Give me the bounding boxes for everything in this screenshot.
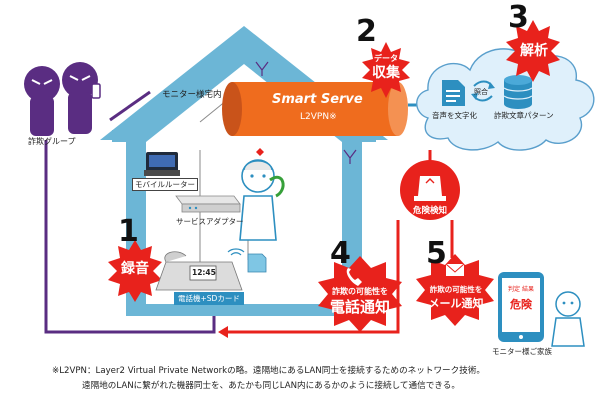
fraud-group-label: 詐欺グループ: [28, 137, 76, 146]
voice-to-text-label: 音声を文字化: [432, 111, 477, 120]
step1-number: 1: [118, 214, 139, 249]
phone-device-icon: [155, 251, 243, 291]
step4-burst: [318, 256, 402, 332]
phone-alert-top: 判定 結果: [508, 286, 534, 293]
step4-number: 4: [330, 236, 351, 271]
step5-line2: メール通知: [428, 297, 484, 310]
smart-serve-brand: Smart Serve: [272, 92, 363, 107]
elderly-monitor-figure: [239, 159, 285, 241]
phone-alert-main: 危険: [510, 298, 532, 311]
service-adapter-icon: [175, 195, 241, 213]
step2-label: 収集: [372, 65, 400, 81]
mobile-router-icon: [144, 152, 180, 176]
fraud-figure-left: [24, 66, 60, 136]
l2vpn-tube: [222, 82, 408, 136]
step3-label: 解析: [520, 43, 548, 59]
footnote-line2: 遠隔地のLANに繋がれた機器同士を、あたかも同じLAN内にあるかのように接続して…: [82, 381, 460, 391]
family-member-figure: [551, 291, 585, 347]
fraud-connector-lines: [44, 90, 216, 334]
service-adapter-label: サービスアダプター: [176, 217, 244, 226]
step3-number: 3: [508, 0, 529, 35]
match-label: 照合: [474, 88, 488, 96]
envelope-icon: [445, 263, 465, 276]
wifi-icon: [227, 248, 245, 256]
step4-line2: 電話通知: [329, 298, 390, 316]
family-label: モニター様ご家族: [492, 347, 552, 356]
step2-burst: [362, 42, 410, 98]
step5-burst: [416, 254, 494, 326]
house-monitor-label: モニター様宅内: [162, 90, 222, 100]
mobile-router-label: モバイルルーター: [132, 178, 198, 191]
fraud-figure-right: [62, 62, 101, 134]
database-icon: [503, 75, 533, 109]
document-icon: [442, 80, 465, 106]
step3-burst: [506, 20, 560, 82]
step1-burst: [108, 240, 162, 302]
step2-small-label: データ: [374, 54, 398, 63]
l2vpn-label: L2VPN※: [300, 112, 337, 122]
footnote-line1: ※L2VPN：Layer2 Virtual Private Networkの略。…: [52, 366, 486, 376]
danger-detect-badge: [400, 160, 460, 220]
step5-line1: 詐欺の可能性を: [429, 285, 483, 294]
phone-sd-label: 電話機+SDカード: [174, 292, 244, 305]
l2vpn-text: L2VPN: [300, 112, 330, 122]
smartphone-icon: [498, 272, 544, 342]
red-arrow-head-phone: [218, 326, 228, 338]
sd-card-icon: [247, 253, 267, 273]
danger-detect-label: 危険検知: [412, 206, 447, 216]
step4-line1: 詐欺の可能性を: [332, 287, 388, 296]
step2-number: 2: [356, 14, 377, 49]
phone-screen-time: 12:45: [192, 268, 216, 277]
step1-label: 録音: [121, 261, 149, 277]
patterns-label: 詐欺文章パターン: [494, 111, 554, 120]
step5-number: 5: [426, 236, 447, 271]
l2vpn-footnote-mark: ※: [329, 112, 337, 122]
phone-handset-icon: [346, 268, 362, 286]
